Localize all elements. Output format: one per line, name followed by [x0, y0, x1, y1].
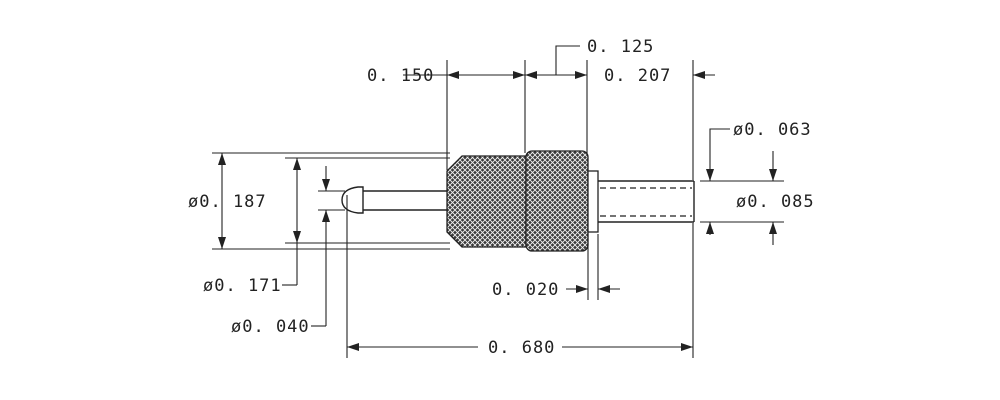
part-body: [341, 150, 695, 252]
arrow-0125-left: [525, 71, 537, 79]
label-dia0171: ø0. 171: [203, 276, 282, 296]
label-dia0085: ø0. 085: [736, 192, 815, 212]
label-0150: 0. 150: [367, 66, 434, 86]
arrow-0125-right: [575, 71, 587, 79]
extension-lines: [212, 60, 784, 358]
knurl-right: [525, 150, 589, 252]
arrow-dia0063-bottom: [706, 222, 714, 234]
arrow-dia0040-bottom: [322, 210, 330, 222]
dimension-labels: 0. 150 0. 125 0. 207 ø0. 063 ø0. 187 ø0.…: [188, 37, 815, 358]
label-0125: 0. 125: [587, 37, 654, 57]
arrow-dia0085-bottom: [769, 222, 777, 234]
flange: [587, 170, 599, 233]
arrow-0150-left: [447, 71, 459, 79]
arrow-0020-left: [576, 285, 588, 293]
arrow-0680-right: [681, 343, 693, 351]
arrow-dia0171-top: [293, 158, 301, 170]
label-dia0187: ø0. 187: [188, 192, 267, 212]
knurl-left: [446, 155, 527, 248]
leader-0125: [555, 45, 580, 75]
arrow-0207: [693, 71, 705, 79]
arrow-dia0187-bottom: [218, 237, 226, 249]
label-0680: 0. 680: [488, 338, 555, 358]
arrow-dia0085-top: [769, 169, 777, 181]
label-0207: 0. 207: [604, 66, 671, 86]
label-dia0040: ø0. 040: [231, 317, 310, 337]
label-0020: 0. 020: [492, 280, 559, 300]
arrow-0020-right: [598, 285, 610, 293]
arrow-dia0171-bottom: [293, 231, 301, 243]
leader-dia0063: [709, 128, 730, 181]
dimension-lines: [218, 45, 777, 351]
arrow-dia0187-top: [218, 153, 226, 165]
pin-tip: [341, 186, 364, 214]
arrow-dia0063-top: [706, 169, 714, 181]
arrow-dia0040-top: [322, 179, 330, 191]
arrow-0150-right: [513, 71, 525, 79]
arrow-0680-left: [347, 343, 359, 351]
label-dia0063: ø0. 063: [733, 120, 812, 140]
